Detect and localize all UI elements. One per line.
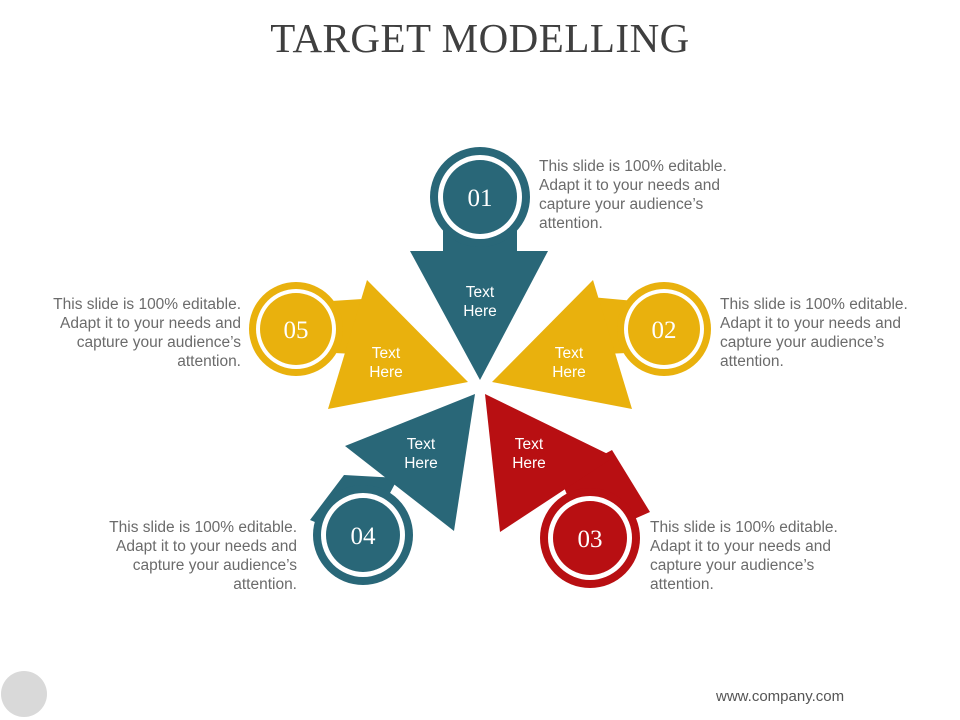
description-05-line: attention. — [177, 353, 241, 370]
arrow-01: 01 Text Here — [410, 147, 548, 380]
footer-website: www.company.com — [716, 688, 845, 705]
description-04: This slide is 100% editable. Adapt it to… — [82, 518, 297, 594]
description-01-line: This slide is 100% editable. — [539, 158, 727, 175]
corner-circle-decoration — [1, 671, 47, 717]
badge-01-disc — [443, 160, 517, 234]
description-01-line: Adapt it to your needs and — [539, 177, 720, 194]
badge-02-number: 02 — [652, 317, 677, 344]
arrow-04: 04 Text Here — [310, 394, 475, 585]
page-title: TARGET MODELLING — [270, 15, 690, 61]
description-05-line: This slide is 100% editable. — [53, 296, 241, 313]
arrow-01-label-line1: Text — [466, 284, 495, 301]
description-03-line: Adapt it to your needs and — [650, 538, 831, 555]
description-05: This slide is 100% editable. Adapt it to… — [26, 295, 241, 371]
arrow-02-label-line2: Here — [552, 364, 586, 381]
description-05-line: capture your audience’s — [76, 334, 241, 351]
description-04-line: attention. — [233, 576, 297, 593]
badge-04-number: 04 — [351, 523, 377, 550]
description-03-line: attention. — [650, 576, 714, 593]
description-02-line: This slide is 100% editable. — [720, 296, 908, 313]
arrow-01-label-line2: Here — [463, 303, 497, 320]
arrow-04-label-line1: Text — [407, 436, 436, 453]
arrow-03-label-line2: Here — [512, 455, 546, 472]
arrow-01-head — [410, 251, 548, 380]
arrow-05: 05 Text Here — [249, 280, 468, 409]
description-01-line: attention. — [539, 215, 603, 232]
description-01-line: capture your audience’s — [539, 196, 704, 213]
arrow-03: 03 Text Here — [485, 394, 650, 588]
description-02: This slide is 100% editable. Adapt it to… — [720, 295, 935, 371]
description-03-line: This slide is 100% editable. — [650, 519, 838, 536]
description-03: This slide is 100% editable. Adapt it to… — [650, 518, 865, 594]
badge-04-disc — [326, 498, 400, 572]
arrow-03-head — [485, 394, 614, 532]
badge-03-number: 03 — [578, 526, 603, 553]
description-01: This slide is 100% editable. Adapt it to… — [539, 157, 754, 233]
description-03-line: capture your audience’s — [650, 557, 815, 574]
description-02-line: capture your audience’s — [720, 334, 885, 351]
badge-03-disc — [553, 501, 627, 575]
badge-01-number: 01 — [468, 185, 493, 212]
badge-02-disc — [628, 293, 700, 365]
description-04-line: Adapt it to your needs and — [116, 538, 297, 555]
description-02-line: attention. — [720, 353, 784, 370]
arrow-03-label-line1: Text — [515, 436, 544, 453]
arrow-05-label-line1: Text — [372, 345, 401, 362]
arrow-05-label-line2: Here — [369, 364, 403, 381]
arrow-05-head — [328, 280, 468, 409]
description-05-line: Adapt it to your needs and — [60, 315, 241, 332]
arrow-02: 02 Text Here — [492, 280, 711, 409]
badge-05-number: 05 — [284, 317, 309, 344]
badge-05-disc — [260, 293, 332, 365]
arrow-04-label-line2: Here — [404, 455, 438, 472]
arrow-02-label-line1: Text — [555, 345, 584, 362]
description-04-line: capture your audience’s — [132, 557, 297, 574]
description-04-line: This slide is 100% editable. — [109, 519, 297, 536]
description-02-line: Adapt it to your needs and — [720, 315, 901, 332]
arrow-02-head — [492, 280, 632, 409]
arrow-04-head — [345, 394, 475, 531]
